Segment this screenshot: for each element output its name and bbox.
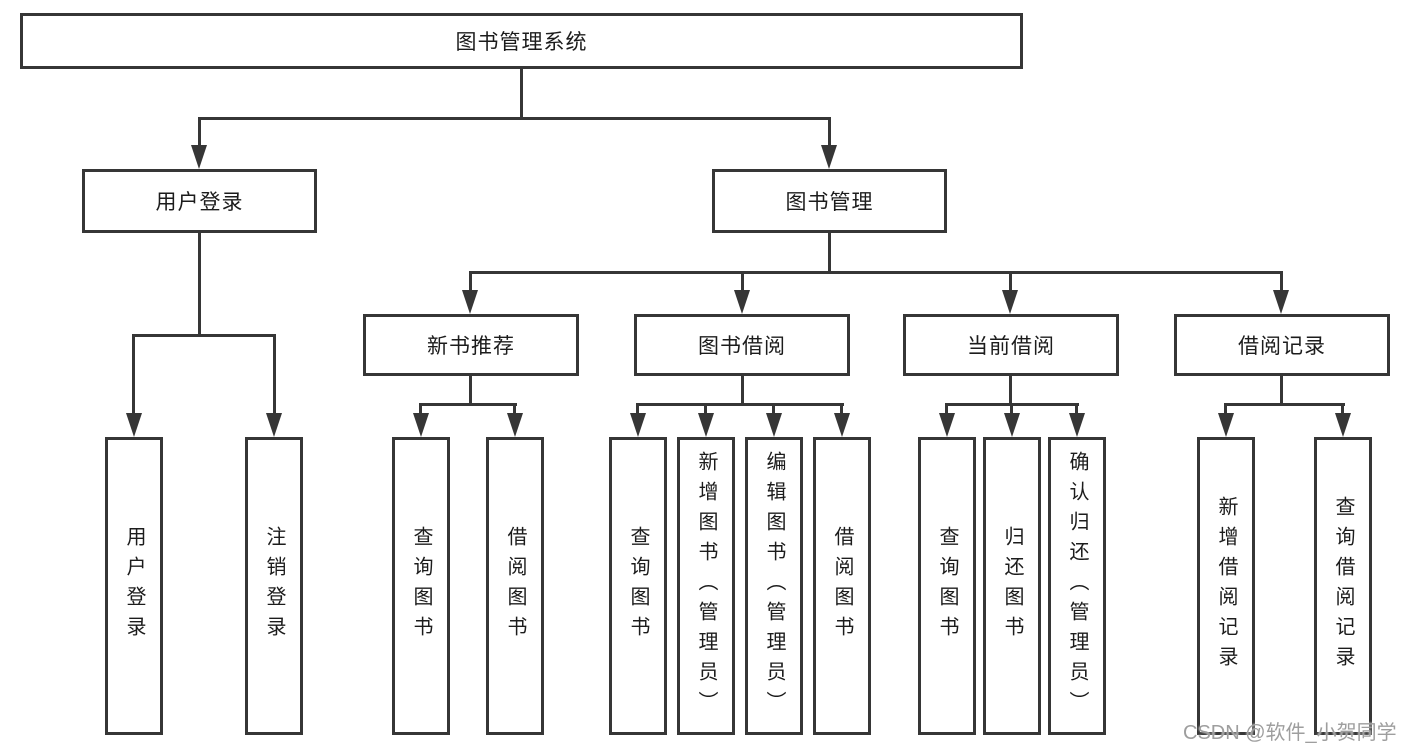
node-current-borrow: 当前借阅: [903, 314, 1119, 376]
leaf-add-book-admin-label: 新增图书（管理员）: [695, 451, 717, 721]
connector-leaf-drop: [636, 403, 639, 417]
leaf-borrow-book-label: 借阅图书: [831, 526, 853, 646]
leaf-query-book-label: 查询图书: [410, 526, 432, 646]
arrowhead-leaf: [1335, 413, 1351, 437]
node-current-borrow-label: 当前借阅: [967, 335, 1055, 358]
leaf-add-book-admin: 新增图书（管理员）: [677, 437, 735, 735]
arrowhead-module: [734, 290, 750, 314]
leaf-borrow-book: 借阅图书: [486, 437, 544, 735]
connector-leaf-drop: [273, 334, 276, 417]
leaf-query-book: 查询图书: [609, 437, 667, 735]
node-new-book-recommend-label: 新书推荐: [427, 335, 515, 358]
connector-leaf-drop: [132, 334, 135, 417]
node-borrow-record: 借阅记录: [1174, 314, 1390, 376]
node-user-login-label: 用户登录: [155, 191, 244, 214]
leaf-logout: 注销登录: [245, 437, 303, 735]
node-root: 图书管理系统: [20, 13, 1023, 69]
connector-level3-rail: [469, 271, 1283, 274]
leaf-borrow-book: 借阅图书: [813, 437, 871, 735]
arrowhead-leaf: [266, 413, 282, 437]
connector-leaf-drop: [945, 403, 948, 417]
node-book-mgmt: 图书管理: [712, 169, 947, 233]
leaf-logout-label: 注销登录: [263, 526, 285, 646]
connector-module-drop: [1280, 271, 1283, 293]
arrowhead-leaf: [834, 413, 850, 437]
leaf-edit-book-admin-label: 编辑图书（管理员）: [763, 451, 785, 721]
arrowhead-leaf: [507, 413, 523, 437]
connector-leaf-drop: [1075, 403, 1078, 417]
connector-leaf-drop: [772, 403, 775, 417]
leaf-query-borrow-record: 查询借阅记录: [1314, 437, 1372, 735]
leaf-return-book: 归还图书: [983, 437, 1041, 735]
arrowhead-module: [1002, 290, 1018, 314]
node-root-label: 图书管理系统: [455, 31, 588, 54]
leaf-edit-book-admin: 编辑图书（管理员）: [745, 437, 803, 735]
connector-module-stem: [469, 376, 472, 406]
connector-user-login-drop: [198, 117, 201, 147]
leaf-confirm-return-admin-label: 确认归还（管理员）: [1066, 451, 1088, 721]
connector-leaf-drop: [1224, 403, 1227, 417]
connector-module-drop: [469, 271, 472, 293]
leaf-borrow-book-label: 借阅图书: [504, 526, 526, 646]
arrowhead-leaf: [1069, 413, 1085, 437]
connector-user-login-rail: [132, 334, 276, 337]
arrowhead-leaf: [630, 413, 646, 437]
connector-leaf-drop: [1010, 403, 1013, 417]
arrowhead-module: [462, 290, 478, 314]
node-book-borrow-label: 图书借阅: [698, 335, 786, 358]
arrowhead-user-login: [191, 145, 207, 169]
connector-leaf-drop: [840, 403, 843, 417]
connector-level2-rail: [198, 117, 831, 120]
arrowhead-leaf: [1004, 413, 1020, 437]
leaf-query-borrow-record-label: 查询借阅记录: [1332, 496, 1354, 676]
leaf-query-book-label: 查询图书: [627, 526, 649, 646]
connector-root-stem: [520, 69, 523, 120]
arrowhead-book-mgmt: [821, 145, 837, 169]
node-user-login: 用户登录: [82, 169, 317, 233]
arrowhead-module: [1273, 290, 1289, 314]
node-new-book-recommend: 新书推荐: [363, 314, 579, 376]
connector-module-stem: [741, 376, 744, 406]
leaf-add-borrow-record: 新增借阅记录: [1197, 437, 1255, 735]
leaf-query-book: 查询图书: [918, 437, 976, 735]
node-book-mgmt-label: 图书管理: [785, 191, 874, 214]
arrowhead-leaf: [766, 413, 782, 437]
arrowhead-leaf: [939, 413, 955, 437]
connector-module-drop: [1009, 271, 1012, 293]
connector-leaf-rail: [636, 403, 844, 406]
leaf-add-borrow-record-label: 新增借阅记录: [1215, 496, 1237, 676]
leaf-query-book: 查询图书: [392, 437, 450, 735]
arrowhead-leaf: [126, 413, 142, 437]
leaf-user-login-label: 用户登录: [123, 526, 145, 646]
connector-module-drop: [741, 271, 744, 293]
leaf-confirm-return-admin: 确认归还（管理员）: [1048, 437, 1106, 735]
connector-module-stem: [1280, 376, 1283, 406]
watermark: CSDN @软件_小贺同学: [1183, 722, 1397, 744]
connector-user-login-stem: [198, 233, 201, 337]
node-book-borrow: 图书借阅: [634, 314, 850, 376]
leaf-return-book-label: 归还图书: [1001, 526, 1023, 646]
leaf-query-book-label: 查询图书: [936, 526, 958, 646]
connector-leaf-drop: [513, 403, 516, 417]
connector-leaf-rail: [1224, 403, 1345, 406]
node-borrow-record-label: 借阅记录: [1238, 335, 1326, 358]
connector-book-mgmt-drop: [828, 117, 831, 147]
connector-book-mgmt-stem: [828, 233, 831, 274]
connector-leaf-drop: [1341, 403, 1344, 417]
arrowhead-leaf: [1218, 413, 1234, 437]
leaf-user-login: 用户登录: [105, 437, 163, 735]
connector-leaf-drop: [419, 403, 422, 417]
arrowhead-leaf: [698, 413, 714, 437]
connector-module-stem: [1009, 376, 1012, 406]
connector-leaf-rail: [419, 403, 517, 406]
connector-leaf-drop: [704, 403, 707, 417]
arrowhead-leaf: [413, 413, 429, 437]
